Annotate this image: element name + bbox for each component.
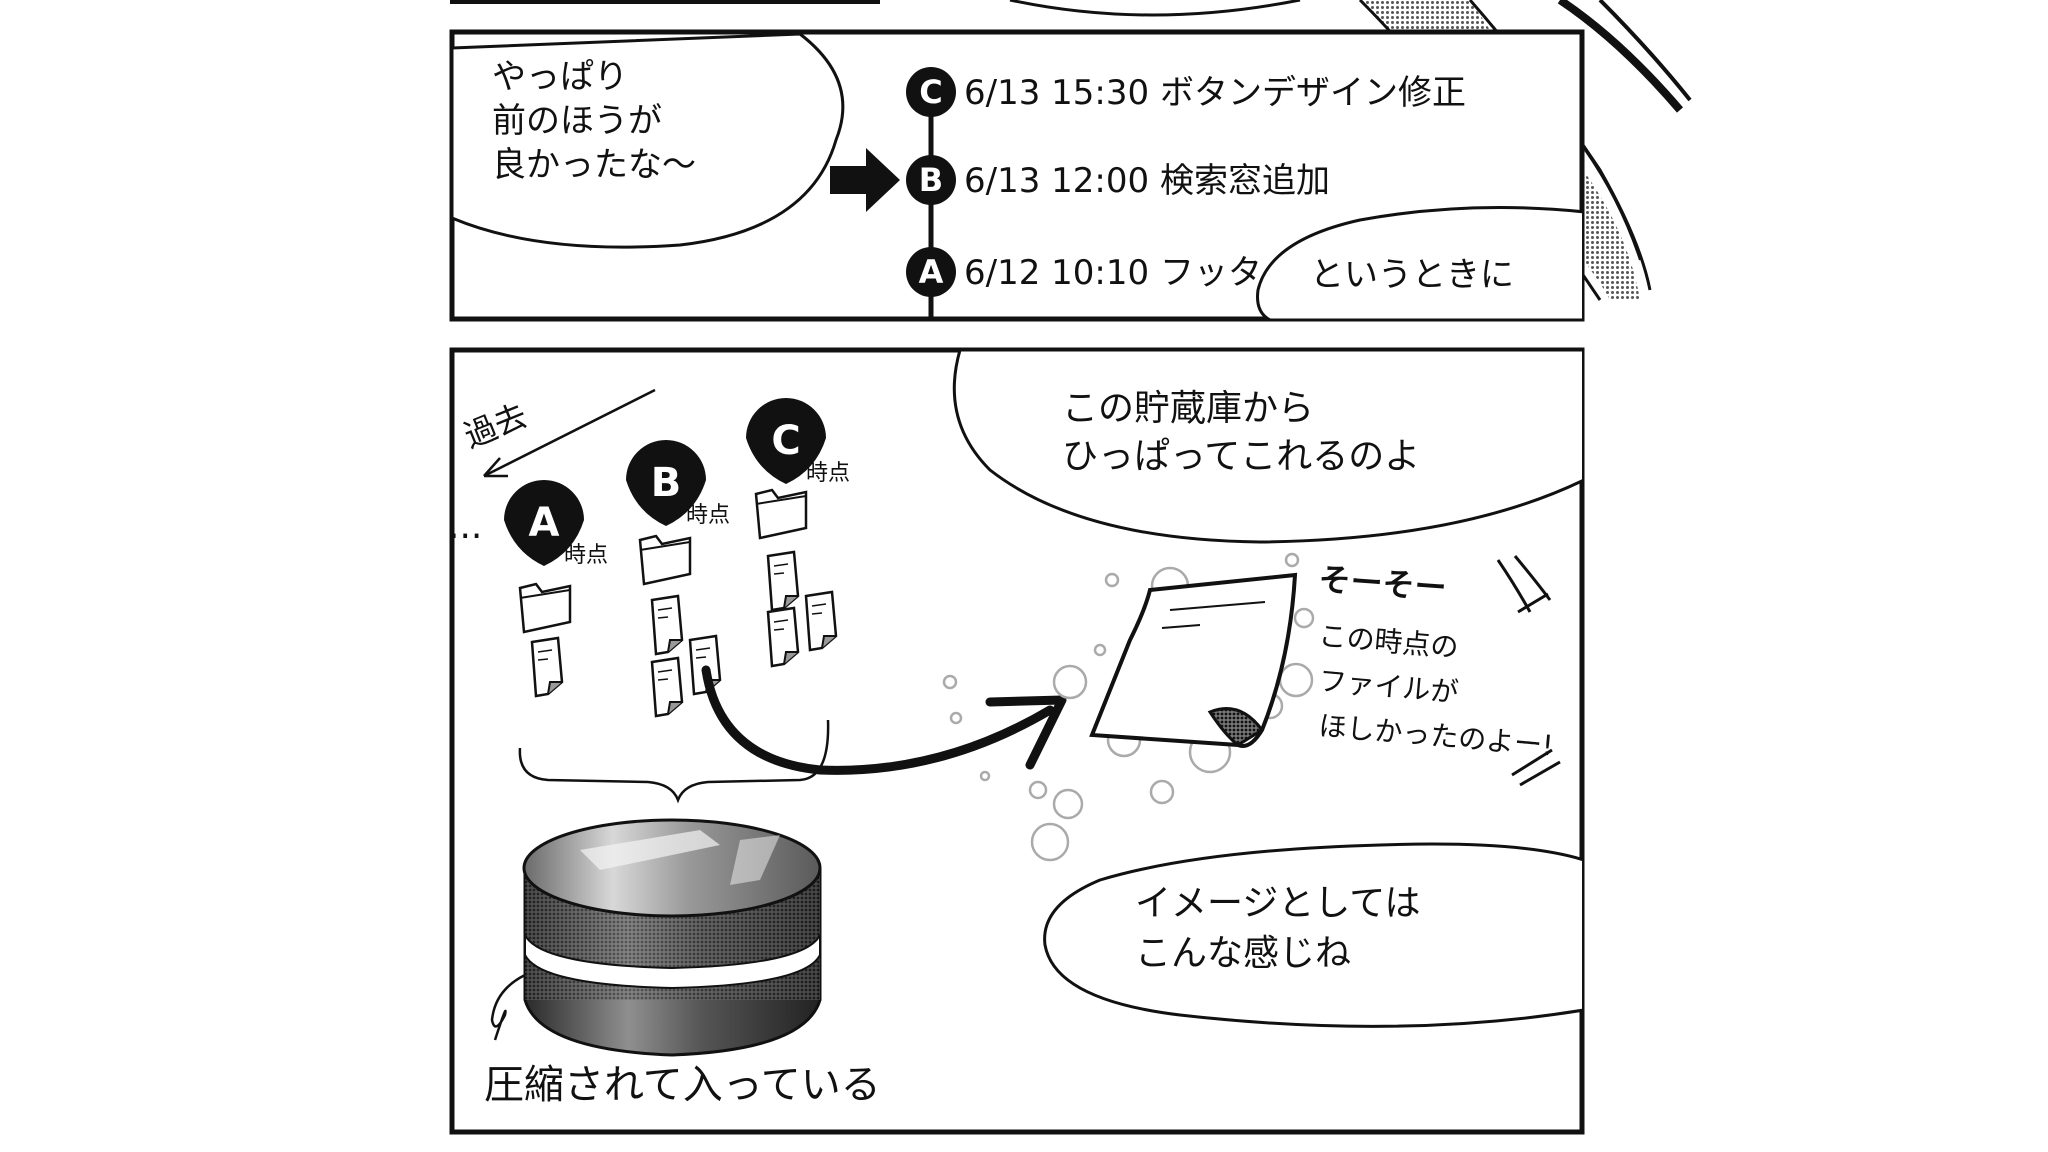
timeline-marker-label-b: B	[919, 161, 943, 199]
file-icon	[532, 638, 562, 696]
timeline-marker-label-c: C	[919, 73, 942, 111]
timeline-entry-c: 6/13 15:30 ボタンデザイン修正	[964, 73, 1466, 113]
file-icon	[768, 552, 798, 610]
snapshot-id: A	[529, 500, 560, 546]
storage-cylinder-icon	[524, 820, 820, 1055]
speech-left-line-1: やっぱり	[492, 57, 628, 97]
speech-bottom-line-1: イメージとしては	[1135, 883, 1420, 924]
timeline-entry-a: 6/12 10:10 フッタ	[964, 253, 1262, 293]
snapshot-label: 時点	[806, 461, 850, 486]
storage-caption: 圧縮されて入っている	[484, 1062, 881, 1108]
previous-panel-edge	[450, 0, 1300, 15]
ellipsis-dots: ···	[448, 516, 482, 557]
snapshot-label: 時点	[686, 503, 730, 528]
speech-right-text: というときに	[1310, 255, 1514, 295]
file-icon	[652, 658, 682, 716]
snapshot-label: 時点	[564, 543, 608, 568]
snapshot-id: C	[771, 418, 800, 464]
file-icon	[806, 592, 836, 650]
snapshot-id: B	[651, 460, 682, 506]
timeline-marker-label-a: A	[919, 253, 944, 291]
speech-top-line-1: この貯蔵庫から	[1062, 388, 1314, 429]
speech-left-line-2: 前のほうが	[492, 101, 662, 141]
speech-top-line-2: ひっぱってこれるのよ	[1062, 436, 1420, 477]
speech-left-line-3: 良かったな～	[492, 145, 696, 185]
speech-bottom-line-2: こんな感じね	[1135, 933, 1351, 974]
file-icon	[652, 596, 682, 654]
timeline-entry-b: 6/13 12:00 検索窓追加	[964, 161, 1330, 201]
file-icon	[768, 608, 798, 666]
